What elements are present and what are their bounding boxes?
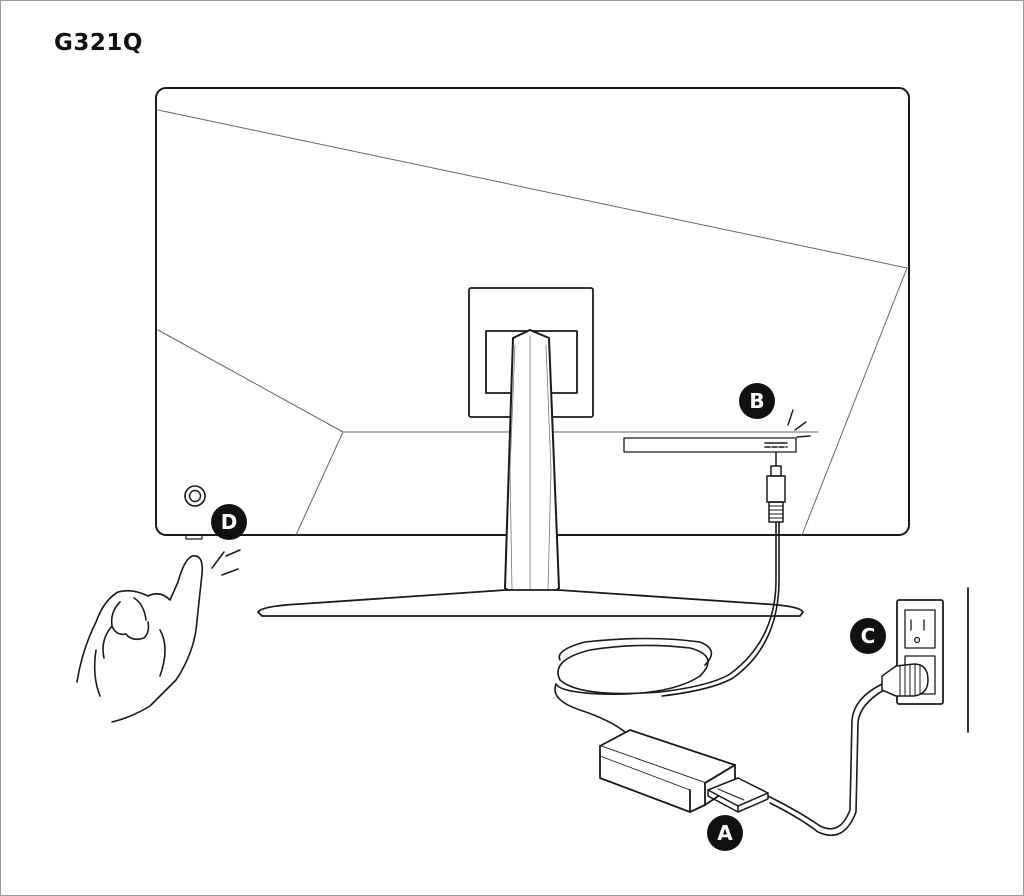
callout-a-label: A [717, 821, 733, 845]
model-title: G321Q [54, 30, 143, 56]
pointing-hand-icon [76, 555, 204, 723]
connection-indicator-lines [787, 409, 811, 438]
adapter-ac-inlet [707, 777, 769, 813]
dc-plug-connector [766, 451, 786, 523]
callout-a-badge: A [707, 815, 743, 851]
ac-plug [881, 663, 929, 697]
io-port-strip [623, 437, 797, 453]
power-button-icon [184, 485, 206, 540]
callout-b-label: B [749, 389, 764, 413]
callout-d-label: D [221, 510, 238, 534]
callout-c-badge: C [850, 618, 886, 654]
callout-d-badge: D [211, 504, 247, 540]
ac-cable [767, 683, 885, 837]
callout-c-label: C [861, 624, 876, 648]
press-indicator-lines [211, 549, 241, 576]
dc-cable [554, 521, 780, 733]
wall-outlet-icon [896, 587, 969, 733]
power-adapter-brick [599, 729, 736, 813]
stand-neck [504, 329, 560, 611]
stand-base [257, 589, 804, 617]
callout-b-badge: B [739, 383, 775, 419]
